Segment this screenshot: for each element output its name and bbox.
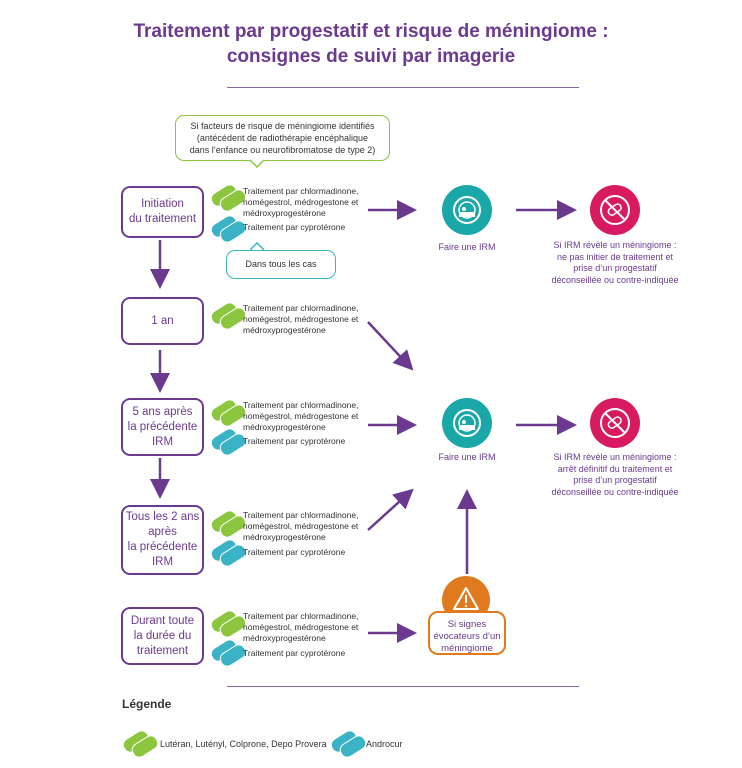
- outcome-top-text: Si IRM révèle un méningiome : ne pas ini…: [551, 240, 679, 285]
- page-title-line-1: Traitement par progestatif et risque de …: [133, 21, 609, 42]
- green-pill-icon: [208, 607, 249, 641]
- step-5-ans: 5 ans après la précédente IRM: [121, 398, 204, 456]
- teal-pill-icon: [208, 636, 249, 670]
- green-pill-icon: [120, 727, 161, 761]
- step-durant: Durant toute la durée du traitement: [121, 607, 204, 665]
- page-title-line-2: consignes de suivi par imagerie: [226, 46, 516, 67]
- treatment-green-text: Traitement par chlormadinone, nomégestro…: [243, 303, 359, 335]
- treatment-teal-text: Traitement par cyprotérone: [243, 436, 346, 446]
- arrow-2ans-to-mri: [367, 488, 414, 531]
- warning-signs-box: Si signes évocateurs d’un méningiome: [428, 611, 506, 655]
- green-pill-icon: [208, 396, 249, 430]
- no-pill-icon: [590, 398, 640, 448]
- all-cases-pointer: [250, 242, 264, 251]
- teal-pill-icon: [328, 727, 369, 761]
- risk-factors-callout: Si facteurs de risque de méningiome iden…: [175, 115, 390, 161]
- legend-teal-label: Androcur: [366, 739, 403, 749]
- no-pill-icon: [590, 185, 640, 235]
- mri-scanner-icon: [442, 398, 492, 448]
- green-pill-icon: [208, 507, 249, 541]
- legend-title: Légende: [122, 697, 172, 711]
- outcome-bottom-text: Si IRM révèle un méningiome : arrêt défi…: [551, 452, 679, 497]
- teal-pill-icon: [208, 536, 249, 570]
- teal-pill-icon: [208, 425, 249, 459]
- teal-pill-icon: [208, 212, 249, 246]
- green-pill-icon: [208, 181, 249, 215]
- treatment-teal-text: Traitement par cyprotérone: [243, 222, 346, 232]
- mri-label: Faire une IRM: [438, 452, 496, 462]
- step-1-an: 1 an: [121, 297, 204, 345]
- step-initiation: Initiation du traitement: [121, 186, 204, 238]
- mri-scanner-icon: [442, 185, 492, 235]
- treatment-green-text: Traitement par chlormadinone, nomégestro…: [243, 400, 359, 432]
- mri-label: Faire une IRM: [438, 242, 496, 252]
- green-pill-icon: [208, 299, 249, 333]
- treatment-green-text: Traitement par chlormadinone, nomégestro…: [243, 611, 359, 643]
- step-2-ans: Tous les 2 ans après la précédente IRM: [121, 505, 204, 575]
- legend-green-label: Lutéran, Lutényl, Colprone, Depo Provera: [160, 739, 327, 749]
- risk-callout-pointer: [250, 159, 264, 168]
- bottom-divider: [227, 686, 579, 687]
- all-cases-callout: Dans tous les cas: [226, 250, 336, 279]
- top-divider: [227, 87, 579, 88]
- treatment-teal-text: Traitement par cyprotérone: [243, 648, 346, 658]
- treatment-teal-text: Traitement par cyprotérone: [243, 547, 346, 557]
- arrow-1an-to-mri: [367, 321, 414, 371]
- treatment-green-text: Traitement par chlormadinone, nomégestro…: [243, 186, 359, 218]
- treatment-green-text: Traitement par chlormadinone, nomégestro…: [243, 510, 359, 542]
